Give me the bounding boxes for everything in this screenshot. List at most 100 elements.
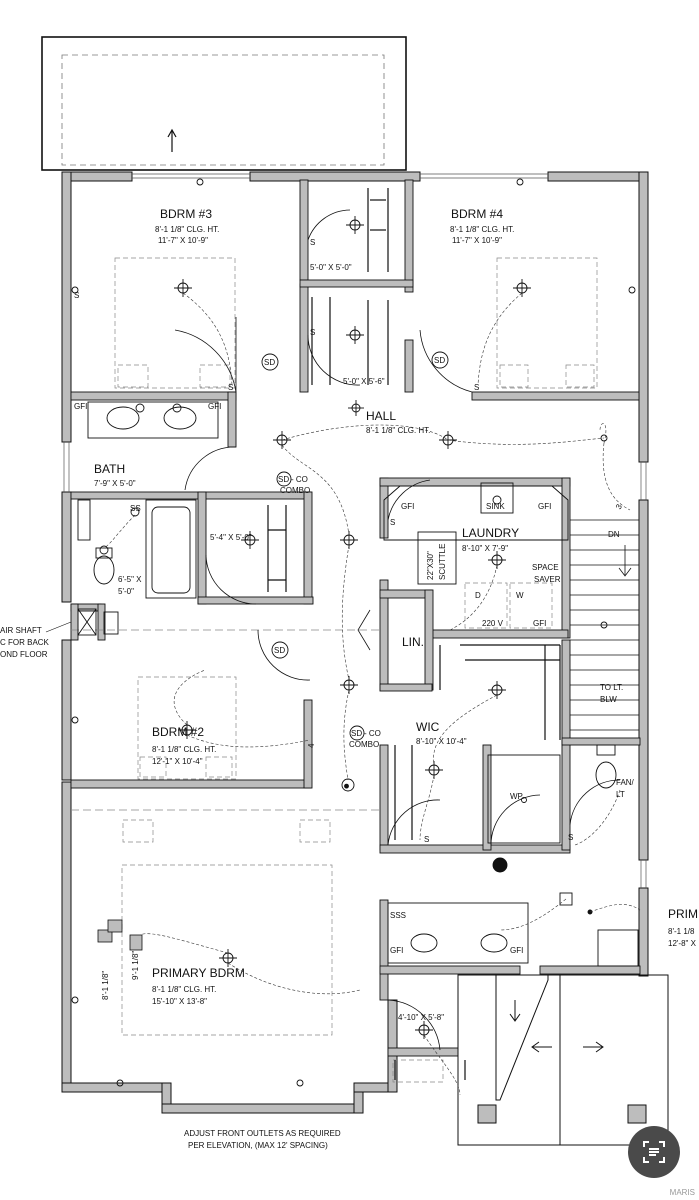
light-fixtures: ⊕ — [71, 178, 636, 1087]
closet2-dim: 5'-0" X 5'-6" — [343, 377, 385, 386]
prim-bath-name: PRIM — [668, 907, 698, 921]
closet1-dim: 5'-0" X 5'-0" — [310, 263, 352, 272]
combo-1: COMBO — [280, 486, 310, 495]
hall-clg: 8'-1 1/8" CLG. HT. — [366, 426, 430, 435]
side-step — [97, 919, 143, 951]
gfi-4: GFI — [538, 502, 551, 511]
wiring — [103, 292, 641, 1096]
primary-name: PRIMARY BDRM — [152, 966, 245, 980]
space-label: SPACE — [532, 563, 559, 572]
bdrm3-clg: 8'-1 1/8" CLG. HT. — [155, 225, 219, 234]
scan-button[interactable] — [628, 1126, 680, 1178]
bath-fixtures — [77, 401, 639, 967]
prim-bath-clg: 8'-1 1/8 — [668, 927, 695, 936]
washer-label: W — [516, 591, 524, 600]
note-line-2: PER ELEVATION, (MAX 12' SPACING) — [188, 1141, 328, 1150]
bath-dim: 7'-9" X 5'-0" — [94, 479, 136, 488]
gfi-5: GFI — [533, 619, 546, 628]
to-lt-label: TO LT. — [600, 683, 623, 692]
laundry-name: LAUNDRY — [462, 526, 519, 540]
switch-4: S — [310, 328, 315, 337]
bdrm4-clg: 8'-1 1/8" CLG. HT. — [450, 225, 514, 234]
switch-ss: SS — [130, 504, 141, 513]
bdrm2-name: BDRM #2 — [152, 725, 204, 739]
gfi-1: GFI — [74, 402, 87, 411]
switch-7: S — [568, 833, 573, 842]
prim-bath-dim: 12'-8" X — [668, 939, 697, 948]
switch-8: S — [74, 291, 79, 300]
note-line-1: ADJUST FRONT OUTLETS AS REQUIRED — [184, 1129, 341, 1138]
switch-1: S — [228, 383, 233, 392]
sink-label: SINK — [486, 502, 505, 511]
closet-shelves — [267, 188, 561, 1080]
air-shaft-3: OND FLOOR — [0, 650, 48, 659]
wic-dim: 8'-10" X 10'-4" — [416, 737, 467, 746]
switch-6: S — [424, 835, 429, 844]
stairs — [570, 519, 639, 731]
sd-5: SD — [351, 729, 362, 738]
air-shaft-2: C FOR BACK — [0, 638, 50, 647]
front-porch — [457, 974, 669, 1146]
bdrm4-dim: 11'-7" X 10'-9" — [452, 236, 502, 245]
closet4-dim: 4'-10" X 5'-8" — [398, 1013, 444, 1022]
wc-dim: 6'-5" X — [118, 575, 142, 584]
wp-label: WP — [510, 792, 523, 801]
room-labels: BDRM #3 8'-1 1/8" CLG. HT. 11'-7" X 10'-… — [94, 207, 698, 1006]
clg-side-a: 8'-1 1/8" — [101, 971, 110, 1000]
document-scan-icon — [643, 1141, 665, 1163]
switch-5: S — [390, 518, 395, 527]
plan-notes: ADJUST FRONT OUTLETS AS REQUIRED PER ELE… — [184, 1129, 341, 1150]
sd-co-2: - CO — [364, 729, 381, 738]
svg-text:⊕: ⊕ — [344, 784, 349, 790]
laundry-dim: 8'-10" X 7'-9" — [462, 544, 508, 553]
dashed-lines — [71, 629, 380, 811]
bdrm4-name: BDRM #4 — [451, 207, 503, 221]
four-way: 4 — [307, 743, 316, 748]
bath-name: BATH — [94, 462, 125, 476]
sd-4: SD — [274, 646, 285, 655]
volt-label: 220 V — [482, 619, 504, 628]
saver-label: SAVER — [534, 575, 561, 584]
gfi-7: GFI — [510, 946, 523, 955]
switch-2: S — [474, 383, 479, 392]
switch-3: S — [310, 238, 315, 247]
switch-sss: SSS — [390, 911, 406, 920]
gfi-3: GFI — [401, 502, 414, 511]
clg-side-b: 9'-1 1/8" — [131, 951, 140, 980]
combo-2: COMBO — [349, 740, 379, 749]
windows — [63, 173, 647, 888]
bdrm2-clg: 8'-1 1/8" CLG. HT. — [152, 745, 216, 754]
sd-2: SD — [434, 356, 445, 365]
gfi-6: GFI — [390, 946, 403, 955]
lin-name: LIN. — [402, 635, 424, 649]
dryer-label: D — [475, 591, 481, 600]
hall-name: HALL — [366, 409, 396, 423]
top-deck — [41, 36, 407, 171]
sd-3: SD — [278, 475, 289, 484]
annotation-labels: 5'-0" X 5'-0" 5'-0" X 5'-6" 5'-4" X 5'-0… — [0, 238, 635, 1022]
lt-label: LT — [616, 790, 625, 799]
primary-clg: 8'-1 1/8" CLG. HT. — [152, 985, 216, 994]
furniture-outlines — [114, 257, 598, 1083]
wc-dim2: 5'-0" — [118, 587, 134, 596]
scuttle-label: SCUTTLE — [438, 544, 447, 580]
air-shaft-1: AIR SHAFT — [0, 626, 42, 635]
scuttle-size: 22"X30" — [426, 551, 435, 580]
bdrm3-dim: 11'-7" X 10'-9" — [158, 236, 208, 245]
exterior-walls — [61, 171, 649, 1114]
three-way: 3 — [614, 502, 624, 511]
gfi-2: GFI — [208, 402, 221, 411]
bdrm3-name: BDRM #3 — [160, 207, 212, 221]
watermark: MARIS — [669, 1188, 695, 1197]
closet3-dim: 5'-4" X 5'-0" — [210, 533, 252, 542]
bdrm2-dim: 12'-1" X 10'-4" — [152, 757, 203, 766]
sd-1: SD — [264, 358, 275, 367]
door-swings — [174, 209, 621, 1051]
blw-label: BLW — [600, 695, 617, 704]
sd-co-1: - CO — [291, 475, 308, 484]
dn-label: DN — [608, 530, 620, 539]
interior-walls — [70, 179, 641, 1057]
primary-dim: 15'-10" X 13'-8" — [152, 997, 207, 1006]
wic-name: WIC — [416, 720, 440, 734]
